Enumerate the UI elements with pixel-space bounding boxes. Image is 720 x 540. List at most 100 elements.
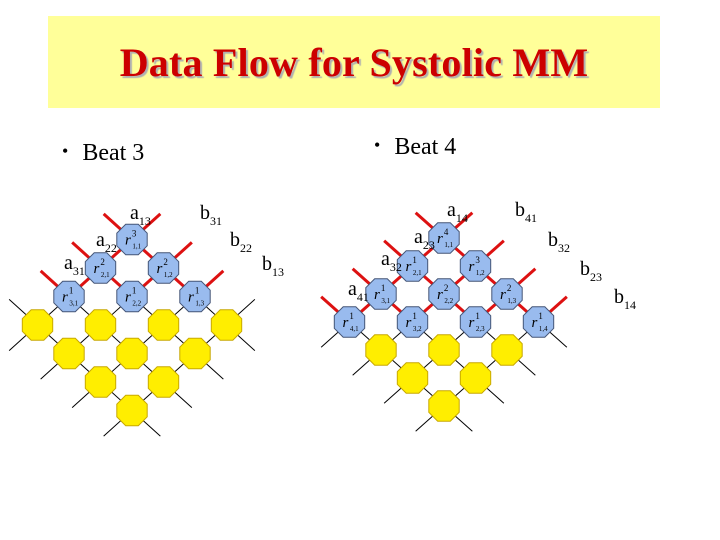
input-label-a23: a23 bbox=[414, 226, 435, 252]
processing-element bbox=[179, 337, 211, 370]
input-letter: b bbox=[580, 258, 590, 280]
input-subscript: 32 bbox=[558, 241, 570, 255]
input-letter: a bbox=[348, 278, 357, 300]
processing-element bbox=[459, 362, 492, 394]
result-letter: r bbox=[469, 315, 475, 331]
input-letter: a bbox=[96, 229, 105, 251]
processing-element bbox=[428, 334, 460, 366]
bullet-dot: • bbox=[62, 141, 69, 161]
processing-element bbox=[116, 394, 148, 427]
result-superscript: 1 bbox=[475, 311, 480, 321]
partial-result-label: r2 2,1 bbox=[94, 257, 111, 279]
bullet-label-beat-3: Beat 3 bbox=[82, 140, 145, 166]
result-subscript: 2,1 bbox=[413, 269, 422, 277]
input-subscript: 22 bbox=[105, 241, 117, 255]
result-superscript: 2 bbox=[100, 257, 105, 267]
input-letter: a bbox=[414, 226, 423, 248]
result-superscript: 2 bbox=[163, 257, 168, 267]
processing-element bbox=[84, 366, 117, 398]
input-letter: b bbox=[200, 202, 210, 224]
input-letter: b bbox=[548, 229, 558, 251]
input-letter: a bbox=[64, 252, 73, 274]
result-subscript: 1,3 bbox=[507, 297, 516, 305]
result-subscript: 1,2 bbox=[476, 269, 485, 277]
result-subscript: 3,2 bbox=[413, 325, 422, 333]
processing-element-active bbox=[522, 306, 555, 338]
result-subscript: 1,2 bbox=[164, 271, 173, 279]
input-label-b32: b32 bbox=[548, 229, 570, 255]
processing-element bbox=[210, 309, 243, 341]
input-subscript: 13 bbox=[139, 214, 151, 228]
result-subscript: 3,1 bbox=[381, 297, 390, 305]
result-subscript: 2,2 bbox=[132, 300, 141, 308]
input-letter: b bbox=[262, 253, 272, 275]
result-subscript: 2,1 bbox=[101, 271, 110, 279]
result-letter: r bbox=[62, 290, 68, 306]
result-letter: r bbox=[500, 287, 506, 303]
input-letter: b bbox=[614, 286, 624, 308]
input-label-b14: b14 bbox=[614, 286, 636, 312]
input-subscript: 32 bbox=[390, 260, 402, 274]
result-letter: r bbox=[94, 261, 100, 277]
processing-element bbox=[396, 362, 429, 394]
result-subscript: 1,4 bbox=[539, 325, 548, 333]
processing-element bbox=[53, 337, 85, 370]
result-superscript: 1 bbox=[69, 286, 74, 296]
input-letter: a bbox=[447, 199, 456, 221]
result-letter: r bbox=[188, 290, 194, 306]
processing-element bbox=[147, 366, 180, 398]
input-subscript: 14 bbox=[624, 298, 636, 312]
input-subscript: 31 bbox=[210, 214, 222, 228]
result-superscript: 1 bbox=[412, 255, 417, 265]
input-label-a14: a14 bbox=[447, 199, 468, 225]
result-subscript: 2,2 bbox=[444, 297, 453, 305]
result-superscript: 3 bbox=[132, 229, 137, 239]
result-letter: r bbox=[437, 231, 443, 247]
input-label-b31: b31 bbox=[200, 202, 222, 228]
input-label-b41: b41 bbox=[515, 199, 537, 225]
result-superscript: 1 bbox=[132, 286, 137, 296]
input-label-a32: a32 bbox=[381, 248, 402, 274]
result-subscript: 4,1 bbox=[350, 325, 359, 333]
processing-element-active bbox=[428, 278, 460, 310]
input-letter: a bbox=[130, 202, 139, 224]
input-letter: b bbox=[515, 199, 525, 221]
result-subscript: 3,1 bbox=[69, 300, 78, 308]
result-superscript: 1 bbox=[349, 311, 354, 321]
bullet-dot: • bbox=[374, 135, 381, 155]
slide-title: Data Flow for Systolic MM bbox=[119, 39, 589, 85]
result-letter: r bbox=[532, 315, 538, 331]
bullet-beat-3: • Beat 3 bbox=[62, 140, 144, 167]
result-superscript: 3 bbox=[475, 255, 480, 265]
input-label-b23: b23 bbox=[580, 258, 602, 284]
result-superscript: 1 bbox=[381, 283, 386, 293]
partial-result-label: r1 3,1 bbox=[62, 286, 79, 308]
result-letter: r bbox=[374, 287, 380, 303]
processing-element-active bbox=[459, 250, 492, 282]
result-letter: r bbox=[406, 259, 412, 275]
result-subscript: 1,1 bbox=[132, 243, 141, 251]
result-superscript: 1 bbox=[412, 311, 417, 321]
processing-element bbox=[428, 390, 460, 422]
processing-element bbox=[116, 337, 148, 370]
input-label-b22: b22 bbox=[230, 229, 252, 255]
input-subscript: 41 bbox=[525, 211, 537, 225]
processing-element-active bbox=[459, 306, 492, 338]
input-label-a13: a13 bbox=[130, 202, 151, 228]
result-superscript: 2 bbox=[444, 283, 449, 293]
processing-element bbox=[491, 334, 523, 366]
processing-element-active bbox=[428, 222, 460, 254]
result-letter: r bbox=[157, 261, 163, 277]
processing-element bbox=[21, 309, 54, 341]
title-band: Data Flow for Systolic MM bbox=[48, 16, 660, 108]
processing-element-active bbox=[396, 306, 429, 338]
